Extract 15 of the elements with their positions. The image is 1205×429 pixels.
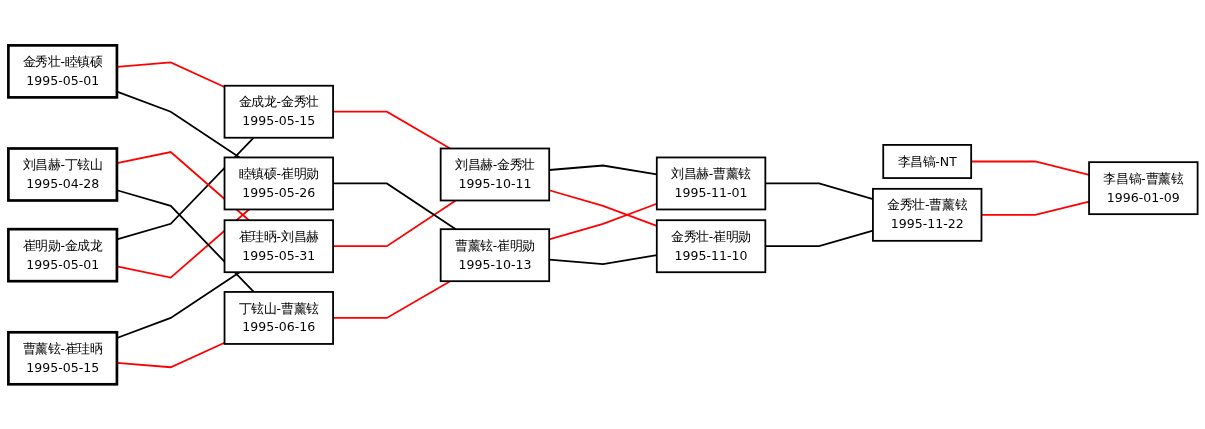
node-box: 曹薰铉-崔珪昞 1995-05-15: [6, 330, 118, 386]
node-box: 睦镇硕-崔明勋 1995-05-26: [223, 156, 334, 210]
node-box: 金秀壮-睦镇硕 1995-05-01: [6, 43, 118, 99]
node-box: 刘昌赫-丁铉山 1995-04-28: [6, 146, 118, 202]
node-box: 李昌镐-曹薰铉 1996-01-09: [1087, 160, 1198, 215]
node-box: 丁铉山-曹薰铉 1995-06-16: [223, 290, 334, 345]
node-box: 李昌镐-NT: [881, 143, 972, 179]
node-box: 崔珪昞-刘昌赫 1995-05-31: [223, 218, 334, 273]
node-box: 金秀壮-曹薰铉 1995-11-22: [871, 187, 982, 242]
node-box: 曹薰铉-崔明勋 1995-10-13: [439, 227, 550, 282]
node-box: 刘昌赫-金秀壮 1995-10-11: [439, 147, 550, 202]
node-box: 金成龙-金秀壮 1995-05-15: [223, 84, 334, 139]
node-box: 刘昌赫-曹薰铉 1995-11-01: [655, 156, 766, 210]
node-box: 崔明勋-金成龙 1995-05-01: [6, 227, 118, 283]
node-box: 金秀壮-崔明勋 1995-11-10: [655, 218, 766, 273]
